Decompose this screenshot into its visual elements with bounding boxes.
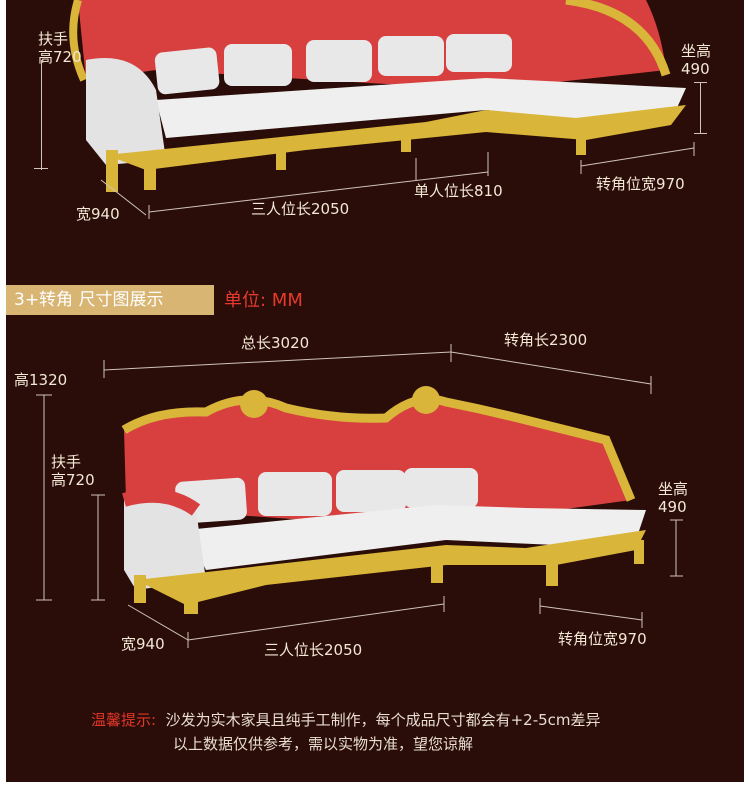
bottom-pillow [404, 468, 478, 508]
bottom-pillow [258, 472, 332, 516]
bottom-total-length-label: 总长3020 [241, 334, 310, 352]
bottom-sofa-illustration [121, 386, 646, 614]
bottom-sofa-arm [124, 495, 206, 590]
top-three-seat-length-label: 三人位长2050 [251, 200, 350, 218]
top-height-line [41, 60, 42, 170]
bottom-seat-height-label-2: 490 [658, 498, 687, 516]
top-width-label: 宽940 [76, 205, 120, 223]
bottom-sofa-back [124, 399, 631, 520]
notice-text-2: 以上数据仅供参考，需以实物为准，望您谅解 [173, 735, 474, 753]
top-sofa-frame [106, 105, 686, 170]
top-pillow [446, 34, 512, 72]
notice-block: 温馨提示: 沙发为实木家具且纯手工制作，每个成品尺寸都会有+2-5cm差异 以上… [91, 708, 601, 756]
top-single-seat-length-label: 单人位长810 [414, 182, 503, 200]
top-armrest-label-2: 高720 [38, 48, 82, 66]
top-sofa-arm [86, 58, 166, 165]
bottom-three-seat-length-label: 三人位长2050 [264, 641, 363, 659]
top-pillow [378, 36, 444, 76]
top-pillow [154, 47, 220, 95]
top-seat-height-line [700, 82, 701, 134]
top-sofa-seat [156, 78, 686, 138]
bottom-armrest-label-2: 高720 [51, 471, 95, 489]
notice-line-1: 温馨提示: 沙发为实木家具且纯手工制作，每个成品尺寸都会有+2-5cm差异 [91, 708, 601, 732]
product-size-page: 扶手 高720 坐高 490 宽940 三人位长2050 单人位长810 转角位… [6, 0, 744, 782]
bottom-corner-width-label: 转角位宽970 [558, 630, 647, 648]
bottom-width-label: 宽940 [121, 635, 165, 653]
top-sofa-illustration [69, 0, 686, 192]
bottom-armrest-label-1: 扶手 [51, 453, 82, 471]
top-pillow [306, 40, 372, 82]
bottom-corner-length-label: 转角长2300 [504, 331, 588, 349]
bottom-sofa-frame [136, 530, 646, 605]
top-seat-height-label-1: 坐高 [681, 42, 712, 60]
bottom-seat-height-label-1: 坐高 [658, 480, 689, 498]
bottom-length-lines [36, 344, 683, 648]
top-armrest-label-1: 扶手 [38, 30, 69, 48]
top-length-lines [100, 142, 695, 219]
unit-label: 单位: MM [224, 290, 303, 311]
top-pillow [224, 44, 292, 86]
notice-title: 温馨提示: [91, 711, 157, 729]
top-corner-width-label: 转角位宽970 [596, 175, 685, 193]
notice-text-1: 沙发为实木家具且纯手工制作，每个成品尺寸都会有+2-5cm差异 [165, 711, 601, 729]
notice-line-2: 以上数据仅供参考，需以实物为准，望您谅解 [91, 732, 601, 756]
section-banner: 3+转角 尺寸图展示 [6, 285, 214, 315]
bottom-pillow [336, 470, 406, 512]
top-seat-height-label-2: 490 [681, 60, 710, 78]
bottom-sofa-seat [186, 505, 646, 570]
bottom-height-label: 高1320 [14, 371, 68, 389]
